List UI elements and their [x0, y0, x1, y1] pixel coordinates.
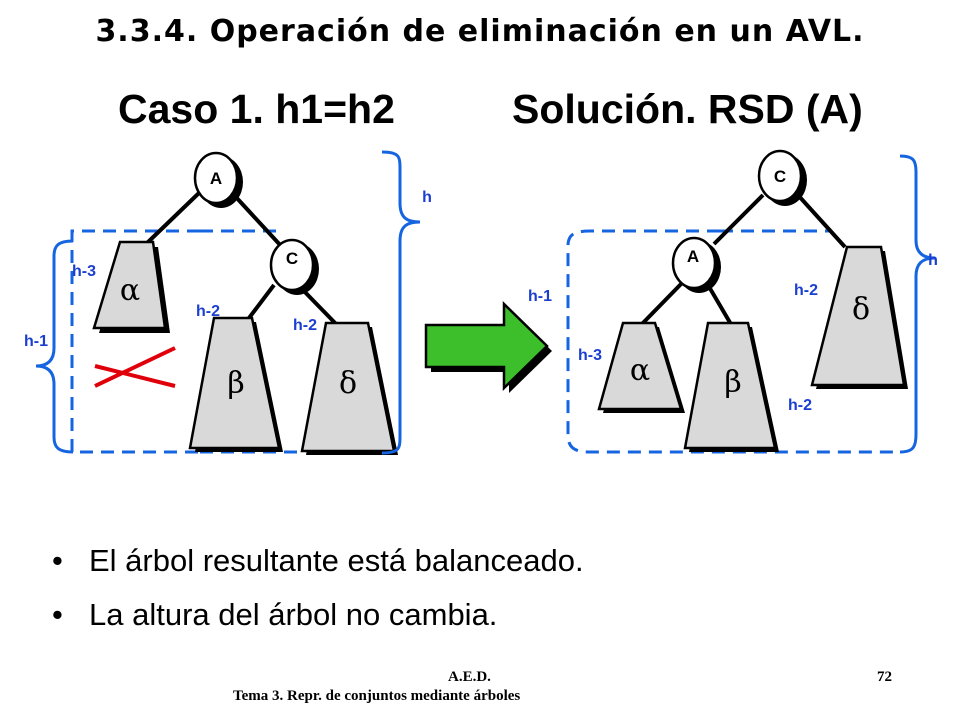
subtree-beta: [188, 316, 281, 450]
left-height-brace: [381, 150, 421, 455]
footer-course: A.E.D.: [448, 669, 491, 685]
left-label-beta-height: h-2: [196, 303, 220, 320]
svg-text:A: A: [687, 247, 699, 266]
right-alpha-symbol: α: [630, 353, 650, 388]
right-label-beta-height: h-2: [788, 397, 812, 414]
bullet-dot: •: [52, 597, 63, 632]
edge-c-delta-right: [795, 192, 847, 249]
right-height-brace: [899, 154, 936, 454]
edge-c-delta: [298, 285, 340, 328]
left-subtree-brace: [35, 239, 74, 454]
left-label-h: h: [422, 189, 432, 206]
left-tree: α β δ A C h h-1 h-3 h-2: [24, 150, 432, 455]
svg-text:A: A: [210, 169, 222, 188]
left-dashed-box: [70, 229, 200, 454]
right-label-delta-height: h-2: [794, 282, 818, 299]
right-beta-symbol: β: [724, 365, 741, 400]
left-node-c: [269, 238, 315, 292]
edge-c-a: [712, 193, 765, 246]
right-delta-symbol: δ: [852, 292, 870, 327]
page-number: 72: [877, 669, 892, 685]
svg-text:C: C: [286, 249, 298, 268]
edge-a-alpha: [144, 190, 202, 246]
delta-symbol: δ: [339, 366, 357, 401]
edge-a-alpha-right: [638, 281, 684, 328]
cross-icon: [94, 346, 176, 388]
beta-symbol: β: [227, 366, 244, 401]
footer-topic: Tema 3. Repr. de conjuntos mediante árbo…: [233, 688, 521, 704]
edge-a-beta: [706, 283, 734, 328]
bullet-dot: •: [52, 543, 63, 578]
slide-title: 3.3.4. Operación de eliminación en un AV…: [95, 14, 865, 49]
subtree-alpha: [92, 240, 167, 330]
right-tree: δ α β C A h h-1 h-3 h-2 h-2: [528, 149, 938, 454]
right-node-a: [671, 236, 717, 290]
rotation-arrow-icon: [424, 301, 552, 393]
left-label-h1: h-1: [24, 333, 48, 350]
bullet-text: El árbol resultante está balanceado.: [89, 543, 584, 578]
right-node-c: [757, 149, 803, 203]
left-node-a: [193, 151, 239, 205]
alpha-symbol: α: [120, 273, 140, 308]
right-subtree-delta: [810, 245, 906, 387]
bullet-text: La altura del árbol no cambia.: [89, 597, 498, 632]
edge-c-beta: [244, 283, 276, 324]
svg-text:C: C: [774, 167, 786, 186]
case-subtitle: Caso 1. h1=h2: [118, 86, 395, 132]
right-label-h1: h-1: [528, 288, 552, 305]
solution-subtitle: Solución. RSD (A): [512, 86, 863, 132]
left-label-delta-height: h-2: [293, 317, 317, 334]
right-subtree-alpha: [597, 321, 683, 411]
right-subtree-beta: [683, 321, 777, 450]
left-label-alpha-height: h-3: [72, 263, 96, 280]
right-dashed-box: [566, 229, 900, 454]
right-label-h: h: [928, 252, 938, 269]
right-label-alpha-height: h-3: [578, 347, 602, 364]
edge-a-c: [232, 193, 284, 249]
